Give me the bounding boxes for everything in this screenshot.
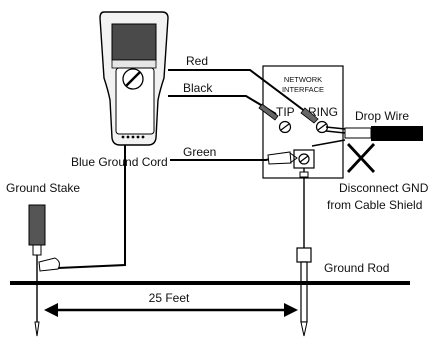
stake-handle	[28, 204, 46, 246]
stake-clip-icon	[38, 257, 60, 272]
disconnect-x-icon	[346, 143, 376, 173]
ground-terminal-icon	[293, 149, 315, 169]
disconnect-label-line1: Disconnect GND	[339, 181, 429, 195]
nid-title-line2: INTERFACE	[282, 85, 324, 94]
handheld-tester	[99, 11, 169, 146]
ring-terminal-icon	[315, 120, 329, 134]
drop-wire-cable	[371, 126, 423, 141]
red-clip-icon	[300, 107, 319, 124]
disconnect-label-line2: from Cable Shield	[327, 198, 422, 212]
tester-screen-footer	[111, 59, 157, 69]
drop-wire	[311, 126, 424, 147]
tester-buttons	[121, 135, 145, 139]
blue-ground-cord	[57, 145, 126, 269]
red-lead	[168, 69, 319, 124]
arrow-left-icon	[44, 303, 58, 317]
drop-wire-label: Drop Wire	[355, 109, 409, 123]
tester-screen	[111, 23, 157, 61]
distance-arrow	[44, 303, 298, 317]
tester-dial-pointer	[125, 71, 141, 87]
red-lead-label: Red	[186, 54, 208, 68]
black-lead-label: Black	[183, 81, 213, 95]
arrow-right-icon	[284, 303, 298, 317]
ground-stake	[28, 204, 60, 337]
tip-terminal-icon	[278, 120, 292, 134]
distance-label: 25 Feet	[149, 291, 190, 305]
green-lead-label: Green	[183, 145, 216, 159]
ground-surface-line	[10, 281, 410, 285]
ground-stake-label: Ground Stake	[6, 181, 80, 195]
black-lead	[168, 95, 279, 121]
ground-rod-label: Ground Rod	[324, 261, 389, 275]
cable-shield-wire	[311, 139, 346, 147]
green-lead	[170, 151, 298, 165]
ground-rod	[296, 168, 312, 337]
tip-label: TIP	[276, 105, 295, 119]
black-clip-icon	[258, 103, 279, 121]
blue-ground-cord-label: Blue Ground Cord	[71, 155, 168, 169]
ring-label: RING	[308, 105, 338, 119]
nid-title-line1: NETWORK	[284, 75, 322, 84]
